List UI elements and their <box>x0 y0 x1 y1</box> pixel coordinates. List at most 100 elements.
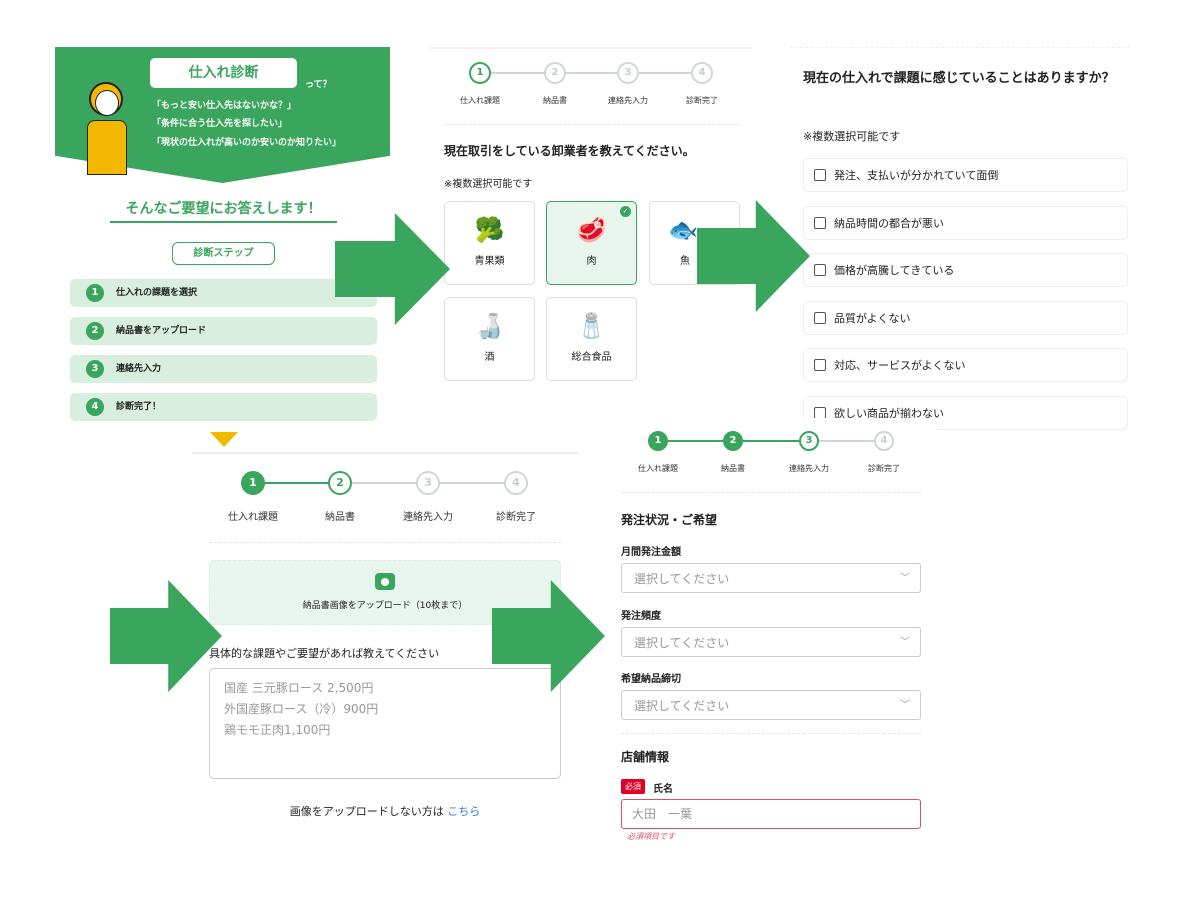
quote: 「条件に合う仕入先を探したい」 <box>152 119 288 129</box>
step-circle: 2 <box>544 62 566 84</box>
checkbox[interactable] <box>814 169 826 181</box>
textarea-label: 具体的な課題やご要望があれば教えてください <box>209 647 440 660</box>
name-input[interactable]: 大田 一葉 <box>621 799 921 829</box>
issue-option[interactable]: 発注、支払いが分かれていて面倒 <box>803 158 1128 192</box>
option-label: 価格が高騰してきている <box>834 264 955 277</box>
broccoli-icon: 🥦 <box>474 216 505 244</box>
intro-title-suffix: って？ <box>305 80 332 90</box>
intro-step-1: 1 仕入れの課題を選択 <box>70 279 377 307</box>
store-section-heading: 店舗情報 <box>621 750 670 764</box>
issue-option[interactable]: 価格が高騰してきている <box>803 253 1128 287</box>
chevron-down-icon: ﹀ <box>900 637 910 648</box>
step-label: 納品書をアップロード <box>116 326 207 336</box>
card-label: 青果類 <box>474 256 505 267</box>
issue-option[interactable]: 納品時間の都合が悪い <box>803 206 1128 240</box>
step-label: 連絡先入力 <box>608 96 648 105</box>
request-textarea[interactable]: 国産 三元豚ロース 2,500円 外国産豚ロース（冷）900円 鶏モモ正肉1,1… <box>209 668 561 779</box>
intro-step-3: 3 連絡先入力 <box>70 355 377 383</box>
supplier-card-sake[interactable]: 🍶酒 <box>444 297 535 381</box>
option-label: 発注、支払いが分かれていて面倒 <box>834 169 999 182</box>
field-label: 月間発注金額 <box>621 547 681 558</box>
supplier-card-grocery[interactable]: 🧂 総合食品 <box>546 297 637 381</box>
error-message: 必須項目です <box>627 832 675 841</box>
down-arrow-icon <box>210 432 238 447</box>
step-number: 2 <box>86 322 104 340</box>
option-label: 品質がよくない <box>834 312 911 325</box>
check-icon: ✓ <box>620 206 631 217</box>
skip-upload-link[interactable]: こちら <box>447 805 481 818</box>
contact-panel <box>607 418 937 860</box>
step-label: 納品書 <box>721 464 745 473</box>
checkbox[interactable] <box>814 264 826 276</box>
upload-label: 納品書画像をアップロード（10枚まで） <box>302 601 468 611</box>
field-label: 希望納品締切 <box>621 674 681 685</box>
sake-icon: 🍶 <box>474 312 505 340</box>
supplier-note: ※複数選択可能です <box>444 179 533 190</box>
order-frequency-select[interactable]: 選択してください ﹀ <box>621 627 921 657</box>
delivery-deadline-select[interactable]: 選択してください﹀ <box>621 690 921 720</box>
step-circle: 4 <box>874 431 894 451</box>
step-label: 連絡先入力 <box>116 364 162 374</box>
skip-text: 画像をアップロードしない方は <box>289 805 444 818</box>
worried-character-illustration <box>85 82 129 175</box>
camera-icon <box>375 573 395 590</box>
meat-icon: 🥩 <box>576 216 607 244</box>
step-number: 1 <box>86 284 104 302</box>
step-label: 連絡先入力 <box>403 512 453 523</box>
step-circle: 4 <box>504 471 528 495</box>
option-label: 欲しい商品が揃わない <box>834 407 944 420</box>
step-circle: 2 <box>328 471 352 495</box>
order-section-heading: 発注状況・ご希望 <box>621 513 718 527</box>
step-label: 仕入れ課題 <box>638 464 678 473</box>
step-circle: 3 <box>617 62 639 84</box>
intro-title: 仕入れ診断 <box>150 58 297 88</box>
skip-upload-text: 画像をアップロードしない方は こちら <box>192 803 578 819</box>
issue-option[interactable]: 品質がよくない <box>803 301 1128 335</box>
step-circle: 4 <box>691 62 713 84</box>
step-label: 診断完了 <box>496 512 536 523</box>
select-placeholder: 選択してください <box>634 572 730 586</box>
supplier-card-meat[interactable]: ✓🥩肉 <box>546 201 637 285</box>
step-number: 4 <box>86 398 104 416</box>
select-placeholder: 選択してください <box>634 636 730 650</box>
step-number: 3 <box>86 360 104 378</box>
step-circle: 2 <box>723 431 743 451</box>
option-label: 納品時間の都合が悪い <box>834 217 944 230</box>
step-label: 仕入れ課題 <box>228 512 278 523</box>
required-badge: 必須 <box>621 779 645 794</box>
monthly-amount-select[interactable]: 選択してください ﹀ <box>621 563 921 593</box>
step-circle: 1 <box>241 471 265 495</box>
quote: 「もっと安い仕入先はないかな？」 <box>152 101 297 111</box>
issue-option[interactable]: 対応、サービスがよくない <box>803 348 1128 382</box>
option-label: 対応、サービスがよくない <box>834 359 966 372</box>
step-label: 納品書 <box>543 96 567 105</box>
step-label: 仕入れ課題 <box>460 96 500 105</box>
intro-step-4: 4 診断完了！ <box>70 393 377 421</box>
step-circle: 1 <box>648 431 668 451</box>
checkbox[interactable] <box>814 217 826 229</box>
chevron-down-icon: ﹀ <box>900 700 910 711</box>
step-label: 仕入れの課題を選択 <box>116 288 198 298</box>
intro-step-2: 2 納品書をアップロード <box>70 317 377 345</box>
divider <box>110 221 337 223</box>
card-label: 総合食品 <box>571 352 612 363</box>
step-circle: 3 <box>799 431 819 451</box>
chevron-down-icon: ﹀ <box>900 573 910 584</box>
step-label: 診断完了 <box>686 96 718 105</box>
checkbox[interactable] <box>814 359 826 371</box>
diagnosis-steps-button[interactable]: 診断ステップ <box>172 242 275 265</box>
intro-answer: そんなご要望にお答えします！ <box>125 201 322 217</box>
fish-icon: 🐟 <box>668 216 698 244</box>
step-circle: 1 <box>469 62 491 84</box>
issues-heading: 現在の仕入れで課題に感じていることはありますか？ <box>803 71 1115 86</box>
step-label: 診断完了！ <box>116 402 162 412</box>
supplier-card-vegetables[interactable]: 🥦 青果類 <box>444 201 535 285</box>
issue-option[interactable]: 欲しい商品が揃わない <box>803 396 1128 430</box>
step-circle: 3 <box>416 471 440 495</box>
checkbox[interactable] <box>814 312 826 324</box>
step-label: 診断完了 <box>868 464 900 473</box>
step-label: 納品書 <box>325 512 355 523</box>
step-label: 連絡先入力 <box>789 464 829 473</box>
grocery-icon: 🧂 <box>576 312 607 340</box>
issues-note: ※複数選択可能です <box>803 130 901 143</box>
